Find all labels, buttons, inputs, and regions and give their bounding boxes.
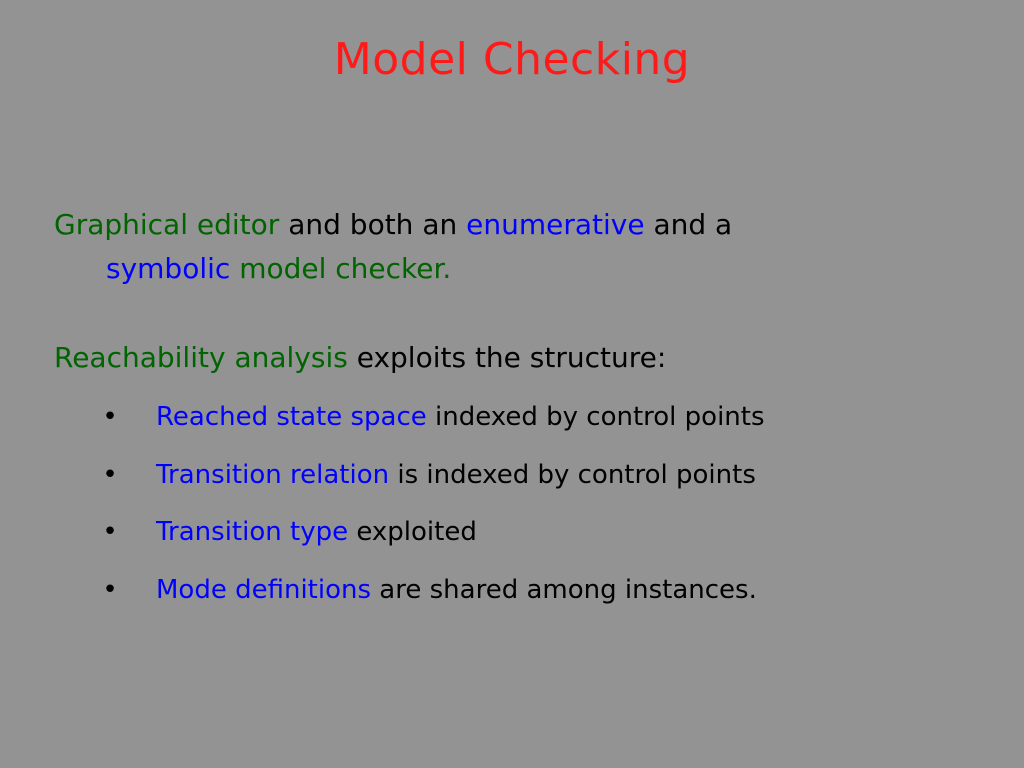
bullet-rest: is indexed by control points <box>389 459 756 490</box>
bullet-highlight: Transition type <box>156 517 349 547</box>
bullet-dot-icon: • <box>102 459 118 490</box>
paragraph-reachability: Reachability analysis exploits the struc… <box>54 336 666 380</box>
bullet-dot-icon: • <box>102 402 118 432</box>
paragraph-editor-line2: symbolic model checker. <box>54 247 732 291</box>
paragraph-editor: Graphical editor and both an enumerative… <box>54 203 732 291</box>
text-and-both-an: and both an <box>279 208 467 241</box>
bullet-text: Reached state space indexed by control p… <box>156 395 765 439</box>
slide-title: Model Checking <box>333 34 691 85</box>
text-model-checker: model checker. <box>230 252 452 285</box>
bullet-rest: exploited <box>348 517 477 547</box>
bullet-rest: are shared among instances. <box>371 574 757 605</box>
text-reachability-analysis: Reachability analysis <box>54 341 348 374</box>
bullet-highlight: Transition relation <box>156 459 390 490</box>
bullet-rest: indexed by control points <box>426 402 765 432</box>
bullet-text: Transition relation is indexed by contro… <box>156 453 756 497</box>
bullet-dot-icon: • <box>102 517 118 547</box>
text-exploits-structure: exploits the structure: <box>347 341 667 374</box>
text-and-a: and a <box>644 208 733 241</box>
bullet-dot-icon: • <box>102 574 118 605</box>
bullet-highlight: Mode definitions <box>156 574 372 605</box>
bullet-highlight: Reached state space <box>156 402 427 432</box>
text-symbolic: symbolic <box>106 252 231 285</box>
text-enumerative: enumerative <box>466 208 645 241</box>
bullet-text: Mode definitions are shared among instan… <box>156 568 757 612</box>
text-graphical-editor: Graphical editor <box>54 208 280 241</box>
bullet-text: Transition type exploited <box>156 510 477 554</box>
